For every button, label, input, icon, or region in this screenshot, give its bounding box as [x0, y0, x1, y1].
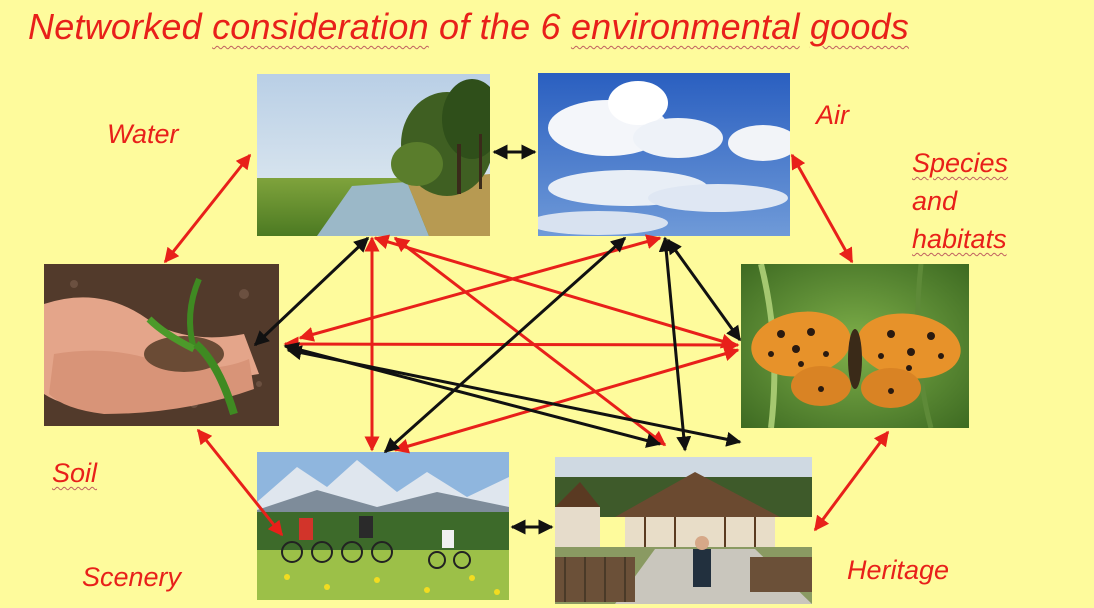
- arrow-air-species: [790, 153, 854, 264]
- slide-title: Networked consideration of the 6 environ…: [28, 6, 909, 47]
- water-photo: [257, 74, 490, 236]
- arrow-soil-scenery: [196, 428, 284, 537]
- label-species-line1: Species: [912, 148, 1009, 178]
- species-photo: [741, 264, 969, 428]
- arrow-species-heritage: [813, 430, 890, 532]
- label-soil: Soil: [52, 458, 98, 488]
- heritage-photo: [555, 457, 812, 604]
- label-species-line2: and: [912, 186, 958, 216]
- air-photo: [538, 73, 790, 236]
- arrow-soil-water: [163, 153, 252, 264]
- label-heritage: Heritage: [847, 555, 950, 585]
- scenery-photo: [257, 452, 509, 600]
- label-air: Air: [816, 100, 849, 130]
- soil-photo: [44, 264, 279, 426]
- label-water: Water: [107, 119, 179, 149]
- label-species-line3: habitats: [912, 224, 1007, 254]
- label-scenery: Scenery: [82, 562, 182, 592]
